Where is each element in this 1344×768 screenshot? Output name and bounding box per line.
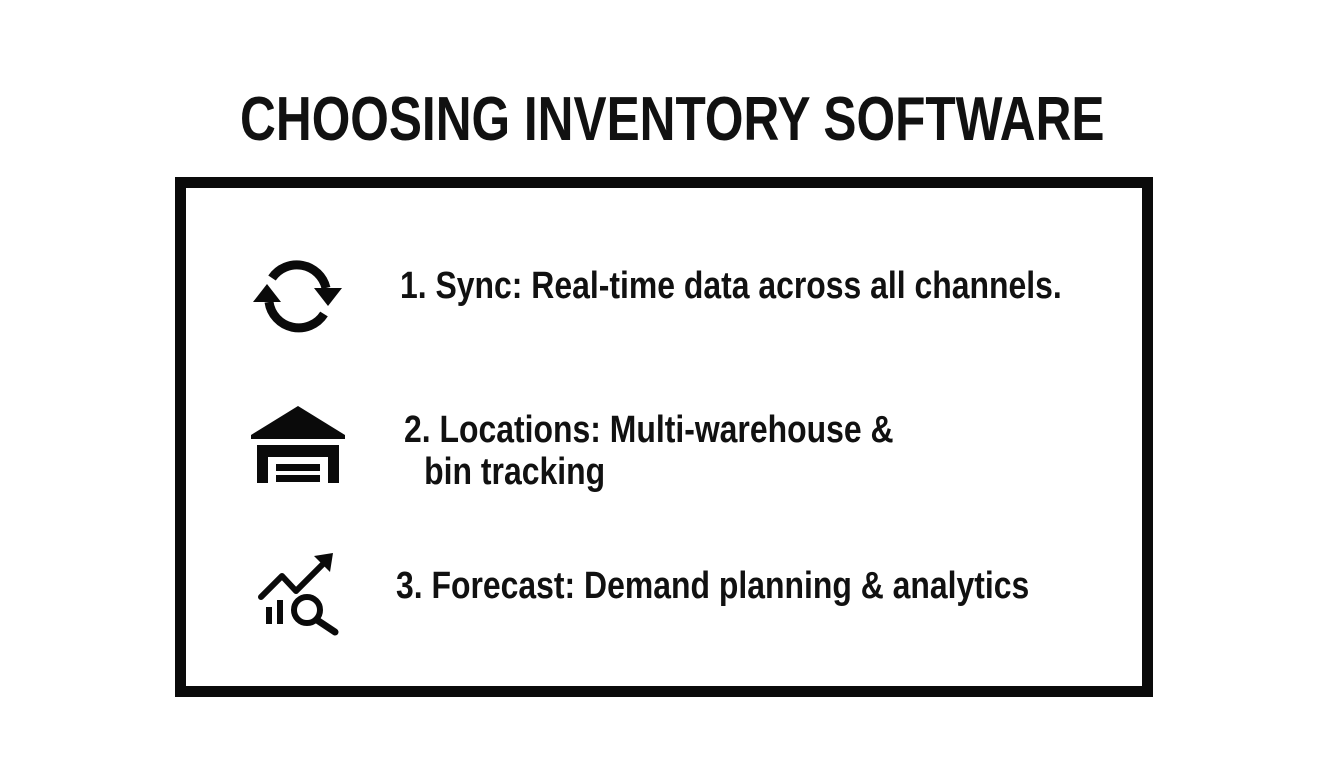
list-item-sync-text: 1. Sync: Real-time data across all chann… bbox=[400, 265, 1062, 307]
sync-arrows-icon bbox=[253, 260, 342, 333]
analytics-chart-magnifier-icon bbox=[258, 553, 339, 636]
list-item-sync: 1. Sync: Real-time data across all chann… bbox=[400, 265, 1062, 307]
list-item-locations-text-line1: 2. Locations: Multi-warehouse & bbox=[404, 409, 894, 451]
list-item-forecast-text: 3. Forecast: Demand planning & analytics bbox=[396, 565, 1030, 607]
page-title-text: CHOOSING INVENTORY SOFTWARE bbox=[239, 85, 1105, 154]
list-item-forecast: 3. Forecast: Demand planning & analytics bbox=[396, 565, 1029, 607]
page-title: CHOOSING INVENTORY SOFTWARE bbox=[0, 84, 1344, 156]
list-item-locations-text-line2: bin tracking bbox=[424, 451, 606, 493]
warehouse-icon bbox=[251, 406, 345, 483]
list-item-locations: 2. Locations: Multi-warehouse & bin trac… bbox=[404, 409, 893, 493]
